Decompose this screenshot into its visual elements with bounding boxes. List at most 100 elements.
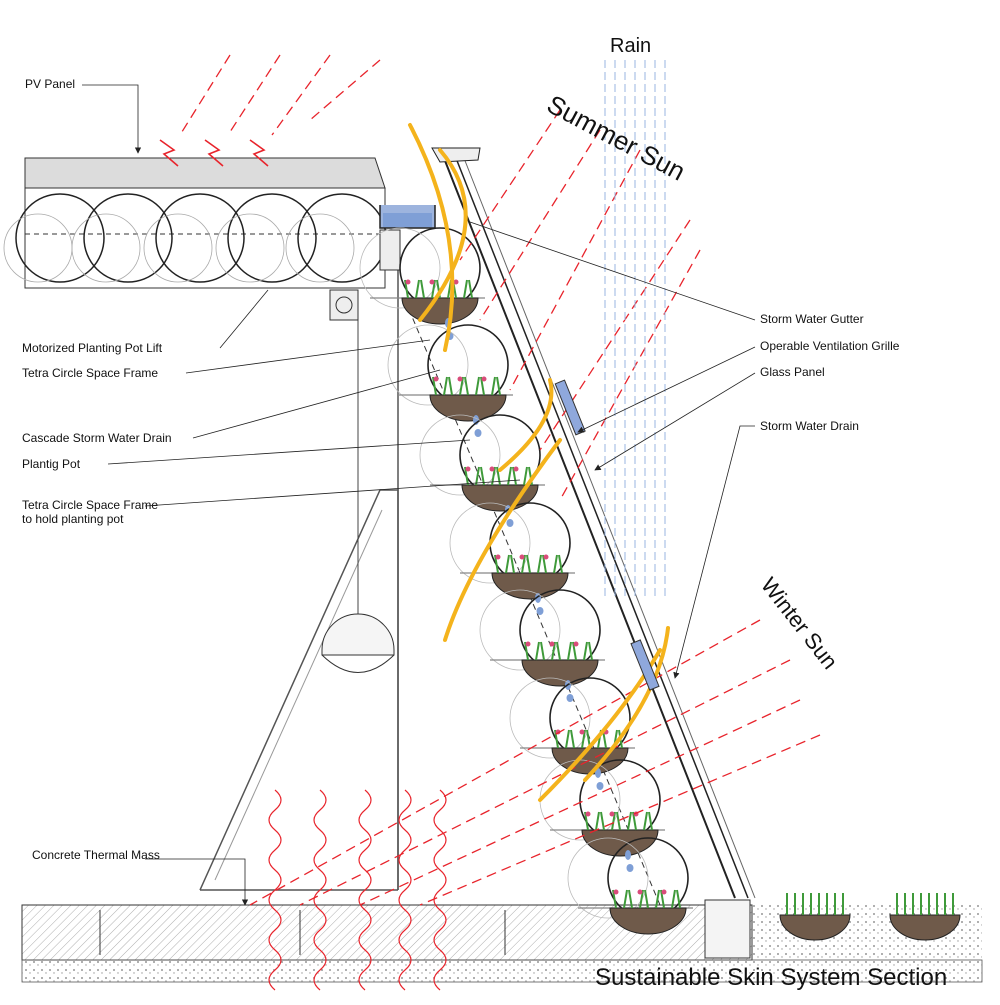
flower bbox=[609, 811, 615, 817]
roof-frame-ghost-circle bbox=[143, 213, 213, 283]
airflow-arrow bbox=[408, 123, 455, 352]
water-drop bbox=[566, 694, 574, 702]
winter-ray bbox=[419, 734, 821, 906]
ghost-circle bbox=[359, 227, 441, 309]
storm-water-gutter bbox=[379, 205, 436, 229]
callout-concrete-mass: Concrete Thermal Mass bbox=[32, 848, 160, 862]
winter-ray bbox=[359, 699, 801, 906]
plant-stem bbox=[584, 811, 589, 831]
plant-stem bbox=[404, 279, 409, 299]
flower bbox=[525, 641, 531, 647]
flower bbox=[613, 889, 619, 895]
plant-stem bbox=[554, 729, 559, 749]
pot-soil bbox=[491, 572, 569, 600]
plant-stem bbox=[567, 641, 572, 661]
plant-stem bbox=[443, 376, 448, 396]
plant-stem bbox=[628, 889, 633, 909]
plant-stem bbox=[551, 641, 556, 661]
plant-stem bbox=[507, 466, 512, 486]
plant-stem bbox=[468, 279, 473, 299]
plant-stem bbox=[432, 376, 437, 396]
plant-stem bbox=[655, 889, 660, 909]
rain-label: Rain bbox=[610, 35, 651, 57]
storm-water-drain-plate bbox=[630, 639, 660, 691]
callout-glass-panel: Glass Panel bbox=[760, 365, 825, 379]
plant-stem bbox=[496, 466, 501, 486]
ghost-circle bbox=[449, 502, 531, 584]
roof-frame-circle bbox=[297, 193, 387, 283]
callout-cascade-drain: Cascade Storm Water Drain bbox=[22, 431, 172, 445]
plant-stem bbox=[542, 554, 547, 574]
ground-pot-soil bbox=[779, 914, 851, 941]
callout-tetra-hold-2: to hold planting pot bbox=[22, 512, 124, 526]
callout-storm-drain: Storm Water Drain bbox=[760, 419, 859, 433]
airflow-arrow bbox=[443, 438, 562, 642]
flower bbox=[513, 466, 519, 472]
water-drop bbox=[625, 850, 631, 860]
flower bbox=[543, 554, 549, 560]
summer-ray bbox=[271, 54, 331, 136]
plant-stem bbox=[676, 889, 681, 909]
plant-stem bbox=[535, 641, 540, 661]
plant-stem bbox=[496, 376, 501, 396]
steel-beam bbox=[379, 229, 401, 271]
roof-frame-circle bbox=[227, 193, 317, 283]
pot-soil bbox=[581, 829, 659, 857]
plant-stem bbox=[639, 889, 644, 909]
pot-soil bbox=[521, 659, 599, 687]
plant-stem bbox=[570, 729, 575, 749]
airflow-arrow bbox=[418, 148, 468, 322]
flower bbox=[661, 889, 667, 895]
airflow-arrow bbox=[583, 626, 670, 782]
flower bbox=[519, 554, 525, 560]
flower bbox=[433, 376, 439, 382]
summer-ray bbox=[179, 54, 231, 136]
winter-ray bbox=[249, 619, 761, 906]
ground-planters bbox=[779, 893, 961, 941]
plant-stem bbox=[431, 279, 436, 299]
plant-stem bbox=[475, 466, 480, 486]
plant-stem bbox=[623, 889, 628, 909]
plant-stem bbox=[475, 376, 480, 396]
flower bbox=[465, 466, 471, 472]
heat-wave bbox=[268, 789, 282, 991]
plant-stem bbox=[540, 641, 545, 661]
pot-soil bbox=[429, 394, 507, 422]
plant-stem bbox=[612, 889, 617, 909]
flower bbox=[579, 729, 585, 735]
water-drop bbox=[595, 768, 601, 778]
plant-stem bbox=[448, 376, 453, 396]
plant-stem bbox=[632, 811, 637, 831]
plant-stem bbox=[581, 729, 586, 749]
heat-wave bbox=[398, 789, 412, 991]
flower bbox=[481, 376, 487, 382]
flower bbox=[585, 811, 591, 817]
summer-ray bbox=[227, 54, 281, 136]
plant-stem bbox=[480, 466, 485, 486]
flower bbox=[429, 279, 435, 285]
winter-ray bbox=[299, 659, 791, 906]
heat-waves bbox=[268, 789, 447, 991]
callout-tetra-hold-1: Tetra Circle Space Frame bbox=[22, 498, 158, 512]
plant-stem bbox=[671, 889, 676, 909]
pv-spark bbox=[159, 139, 179, 167]
water-drop bbox=[536, 607, 544, 615]
ghost-circle bbox=[567, 837, 649, 919]
winter-sun-label: Winter Sun bbox=[756, 573, 843, 674]
plant-stem bbox=[537, 554, 542, 574]
plant-stem bbox=[611, 811, 616, 831]
pv-spark bbox=[249, 139, 269, 167]
summer-sun-label: Summer Sun bbox=[542, 89, 690, 187]
callout-pv-panel: PV Panel bbox=[25, 77, 75, 91]
flower bbox=[405, 279, 411, 285]
plant-stem bbox=[583, 641, 588, 661]
diagram-title: Sustainable Skin System Section bbox=[595, 964, 947, 991]
plant-stem bbox=[616, 811, 621, 831]
summer-ray bbox=[479, 129, 601, 321]
roof-space-frame bbox=[3, 187, 387, 289]
rain-lines bbox=[604, 60, 666, 600]
planting-pots bbox=[359, 227, 693, 935]
water-drop bbox=[474, 429, 482, 437]
